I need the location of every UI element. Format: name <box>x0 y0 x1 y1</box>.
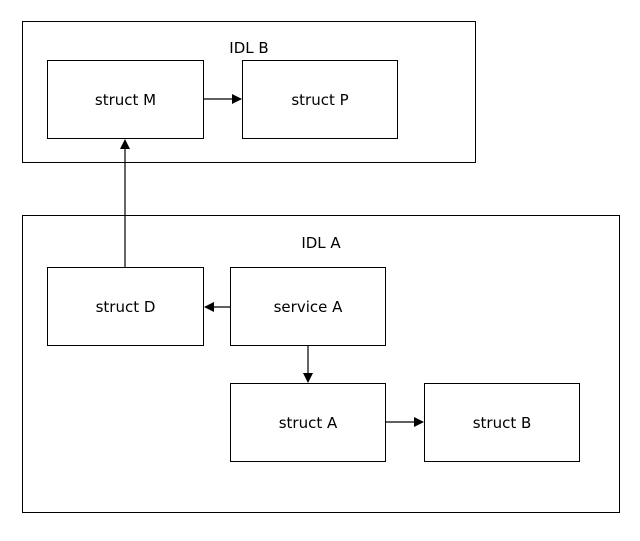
node-service-a[interactable]: service A <box>230 267 386 346</box>
group-idl-a: IDL A <box>22 215 620 513</box>
node-struct-b[interactable]: struct B <box>424 383 580 462</box>
node-struct-a[interactable]: struct A <box>230 383 386 462</box>
group-idl-b-title: IDL B <box>229 39 269 57</box>
node-struct-d[interactable]: struct D <box>47 267 204 346</box>
node-struct-p[interactable]: struct P <box>242 60 398 139</box>
node-struct-m[interactable]: struct M <box>47 60 204 139</box>
group-idl-a-title: IDL A <box>301 234 341 252</box>
